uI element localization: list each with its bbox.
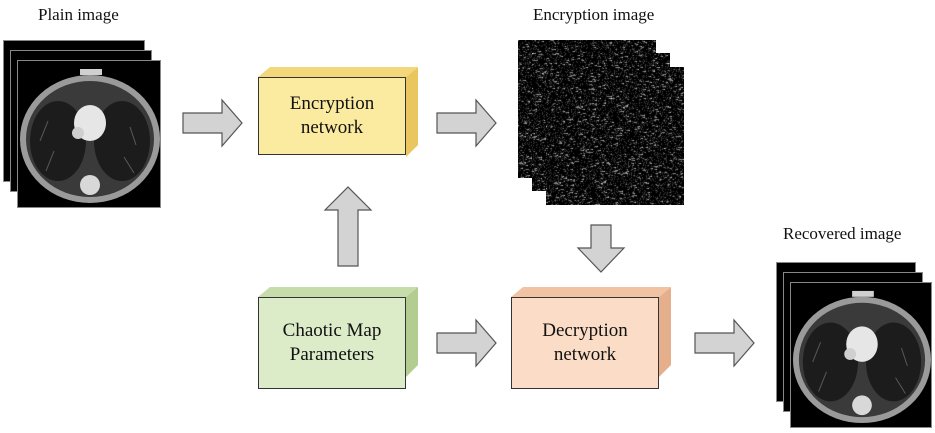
chaotic-map-parameters-box: Chaotic Map Parameters (258, 287, 418, 389)
noise-image-front (546, 67, 684, 205)
arrow-chaotic-to-decryption (436, 318, 497, 368)
plain-image-label: Plain image (38, 5, 119, 24)
arrow-chaotic-to-encryption (323, 186, 373, 267)
encryption-network-label-line2: network (300, 117, 364, 138)
recovered-image-label: Recovered image (783, 224, 902, 243)
box-top-face (258, 67, 418, 77)
chaotic-map-label-line1: Chaotic Map (282, 320, 382, 341)
box-front-face: Decryption network (511, 297, 659, 389)
arrow-encryption-to-noise (436, 98, 497, 148)
chaotic-map-label-line2: Parameters (289, 344, 375, 365)
arrow-noise-to-decryption (576, 224, 626, 273)
box-side-face (659, 287, 671, 377)
box-front-face: Chaotic Map Parameters (258, 297, 406, 389)
box-top-face (511, 287, 671, 297)
decryption-network-box: Decryption network (511, 287, 671, 389)
box-front-face: Encryption network (258, 77, 406, 155)
box-top-face (258, 287, 418, 297)
decryption-network-label-line1: Decryption (542, 320, 628, 341)
decryption-network-label-line2: network (553, 344, 617, 365)
arrow-plain-to-encryption (182, 98, 243, 148)
ct-slice-front (17, 60, 161, 208)
box-side-face (406, 67, 418, 157)
encryption-network-label-line1: Encryption (289, 93, 375, 114)
encryption-image-label: Encryption image (533, 5, 655, 24)
ct-slice-front (790, 282, 932, 428)
encryption-network-box: Encryption network (258, 67, 418, 157)
box-side-face (406, 287, 418, 377)
arrow-decryption-to-recovered (694, 318, 755, 368)
